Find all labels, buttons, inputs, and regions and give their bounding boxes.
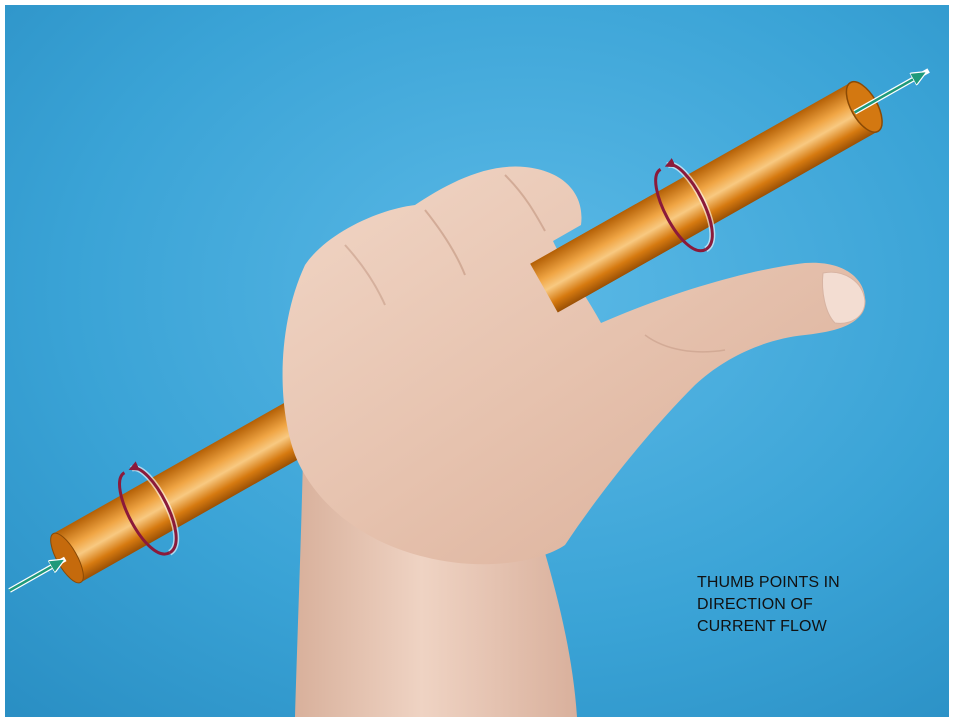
diagram-frame: THUMB POINTS IN DIRECTION OF CURRENT FLO… xyxy=(5,5,949,717)
caption-line-1: THUMB POINTS IN xyxy=(697,572,937,594)
caption: THUMB POINTS IN DIRECTION OF CURRENT FLO… xyxy=(697,572,937,638)
caption-line-2: DIRECTION OF xyxy=(697,594,937,616)
caption-line-3: CURRENT FLOW xyxy=(697,616,937,638)
